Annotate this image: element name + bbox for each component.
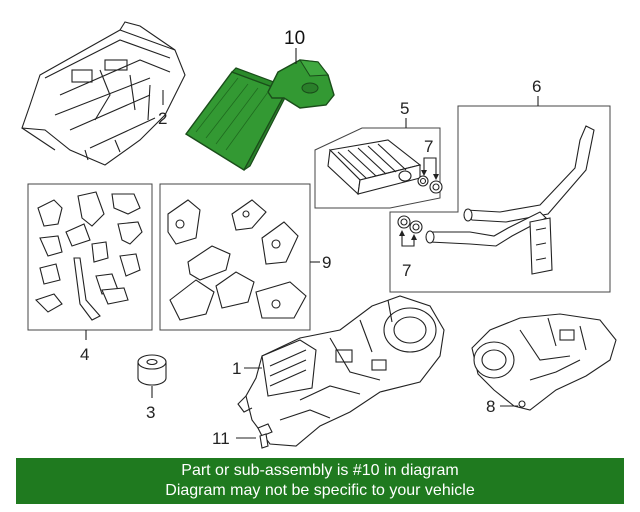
part-8-rear-housing[interactable] (471, 313, 617, 411)
part-1-hvac-housing[interactable] (237, 295, 445, 447)
part-3-grommet[interactable] (137, 354, 167, 386)
callout-4: 4 (80, 345, 89, 364)
callout-8: 8 (486, 397, 495, 416)
info-banner-line-2: Diagram may not be specific to your vehi… (165, 482, 475, 499)
bracket-7a (423, 157, 437, 178)
part-5-group (314, 127, 443, 209)
info-banner: Part or sub-assembly is #10 in diagram D… (16, 458, 624, 504)
callout-10: 10 (284, 28, 305, 49)
callout-3: 3 (146, 403, 155, 422)
part-10-heater-core[interactable] (184, 59, 335, 171)
callout-1: 1 (232, 359, 241, 378)
callout-11: 11 (212, 429, 230, 448)
callout-7-a: 7 (424, 137, 433, 156)
part-11-bolt[interactable] (257, 423, 273, 449)
callout-5: 5 (400, 99, 409, 118)
part-7-seals-a[interactable] (417, 175, 443, 194)
part-6-group (389, 105, 611, 293)
callout-2: 2 (158, 109, 167, 128)
callout-9: 9 (322, 253, 331, 272)
part-4-group (27, 183, 153, 331)
arrows-7b (399, 230, 417, 240)
part-7-seals-b[interactable] (397, 215, 423, 234)
part-6-pipes[interactable] (425, 125, 595, 275)
part-4-linkages[interactable] (34, 191, 143, 321)
arrows-7a (421, 170, 439, 180)
part-9-actuators[interactable] (167, 199, 307, 321)
part-2-upper-housing[interactable] (21, 21, 186, 166)
callout-6: 6 (532, 77, 541, 96)
callout-7-b: 7 (402, 261, 411, 280)
info-banner-line-1: Part or sub-assembly is #10 in diagram (181, 462, 459, 479)
bracket-7b (401, 232, 415, 247)
part-5-heater-core[interactable] (327, 139, 422, 196)
part-9-group (159, 183, 311, 331)
